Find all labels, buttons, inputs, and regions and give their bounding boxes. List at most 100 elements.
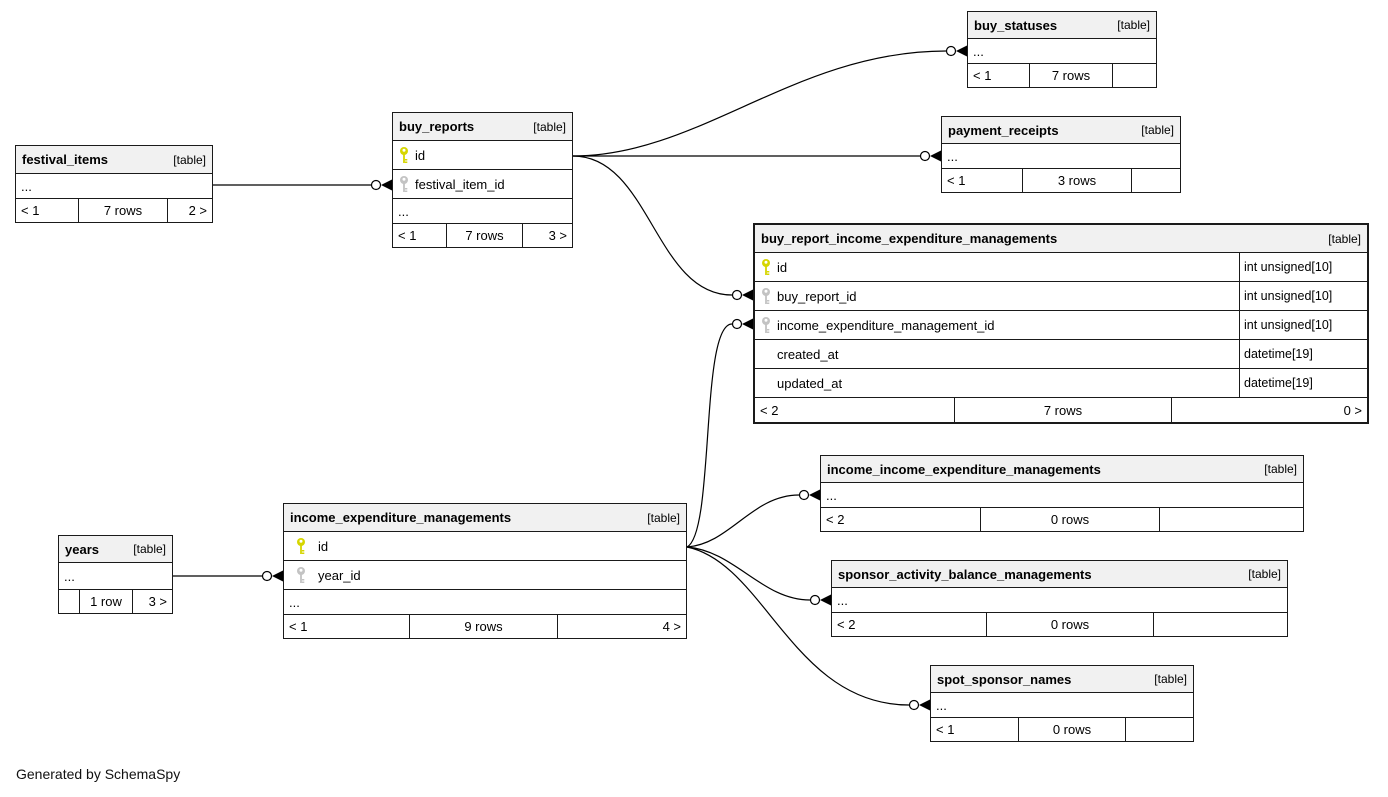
row-count: 0 rows: [1018, 718, 1126, 741]
column-name: income_expenditure_management_id: [777, 317, 995, 333]
table-name[interactable]: buy_reports: [399, 119, 475, 134]
column-name: buy_report_id: [777, 288, 857, 304]
column-type: datetime[19]: [1239, 340, 1367, 368]
table-name[interactable]: sponsor_activity_balance_managements: [838, 566, 1092, 582]
children-count: [1126, 718, 1193, 741]
table-footer: < 1 0 rows: [931, 718, 1193, 741]
children-count: [1113, 64, 1156, 87]
column-row-buy-report-id: buy_report_id int unsigned[10]: [755, 282, 1367, 311]
row-count: 7 rows: [954, 398, 1172, 422]
columns-ellipsis: ...: [16, 174, 212, 199]
primary-key-icon: [393, 146, 415, 164]
row-count: 9 rows: [409, 615, 558, 638]
table-tag: [table]: [1328, 231, 1361, 246]
parents-count: < 1: [936, 722, 955, 737]
table-header: festival_items [table]: [16, 146, 212, 174]
table-name[interactable]: festival_items: [22, 152, 108, 167]
column-row-id: id int unsigned[10]: [755, 253, 1367, 282]
edge-iem-to-brie-managements: [686, 323, 733, 548]
table-tag: [table]: [647, 510, 680, 525]
edge-iem-to-sponsor-activity: [686, 546, 811, 601]
table-tag: [table]: [1154, 672, 1187, 686]
foreign-key-icon: [393, 175, 415, 193]
columns-ellipsis: ...: [284, 590, 686, 615]
table-footer: < 2 7 rows 0 >: [755, 398, 1367, 422]
primary-key-icon: [284, 537, 318, 555]
table-name[interactable]: income_income_expenditure_managements: [827, 461, 1101, 477]
column-name: id: [415, 147, 426, 163]
table-footer: < 1 7 rows 3 >: [393, 224, 572, 247]
column-name: id: [318, 538, 329, 554]
table-tag: [table]: [1117, 18, 1150, 32]
table-tag: [table]: [1141, 123, 1174, 137]
table-income-expenditure-managements[interactable]: income_expenditure_managements [table] i…: [283, 503, 687, 639]
edge-iem-to-spot-sponsor: [686, 546, 910, 706]
table-header: buy_statuses [table]: [968, 12, 1156, 39]
table-tag: [table]: [1248, 567, 1281, 581]
table-footer: < 2 0 rows: [821, 508, 1303, 531]
columns-ellipsis: ...: [942, 144, 1180, 169]
table-sponsor-activity-balance-managements[interactable]: sponsor_activity_balance_managements [ta…: [831, 560, 1288, 637]
table-header: payment_receipts [table]: [942, 117, 1180, 144]
columns-ellipsis: ...: [968, 39, 1156, 64]
table-footer: < 1 7 rows: [968, 64, 1156, 87]
row-count: 1 row: [79, 590, 133, 613]
table-name[interactable]: payment_receipts: [948, 122, 1059, 138]
table-name[interactable]: buy_report_income_expenditure_management…: [761, 231, 1058, 246]
row-count: 7 rows: [446, 224, 523, 247]
table-festival-items[interactable]: festival_items [table] ... < 1 7 rows 2 …: [15, 145, 213, 223]
children-count: [1160, 508, 1303, 531]
column-name: id: [777, 259, 788, 275]
parents-count: < 1: [398, 228, 417, 243]
column-type: int unsigned[10]: [1239, 253, 1367, 281]
row-count: 7 rows: [1029, 64, 1113, 87]
column-name: festival_item_id: [415, 176, 505, 192]
table-tag: [table]: [133, 542, 166, 556]
table-name[interactable]: buy_statuses: [974, 17, 1058, 33]
edge-buy-reports-to-brie-managements: [572, 155, 733, 296]
column-row-id: id: [284, 532, 686, 561]
row-count: 3 rows: [1022, 169, 1132, 192]
table-tag: [table]: [533, 119, 566, 134]
edge-iem-to-income-income: [686, 494, 800, 548]
column-name: year_id: [318, 567, 361, 583]
schemaspy-credit: Generated by SchemaSpy: [16, 766, 181, 782]
table-years[interactable]: years [table] ... 1 row 3 >: [58, 535, 173, 614]
row-count: 0 rows: [980, 508, 1160, 531]
row-count: 7 rows: [78, 199, 168, 222]
table-footer: 1 row 3 >: [59, 590, 172, 613]
children-count: 3 >: [548, 228, 567, 243]
edge-end-markers: [261, 45, 967, 711]
table-header: spot_sponsor_names [table]: [931, 666, 1193, 693]
table-buy-reports[interactable]: buy_reports [table] id festival_item_id …: [392, 112, 573, 248]
table-header: years [table]: [59, 536, 172, 563]
children-count: 0 >: [1343, 402, 1362, 418]
table-footer: < 2 0 rows: [832, 613, 1287, 636]
column-row-id: id: [393, 141, 572, 170]
column-row-year-id: year_id: [284, 561, 686, 590]
table-buy-statuses[interactable]: buy_statuses [table] ... < 1 7 rows: [967, 11, 1157, 88]
parents-count: [59, 590, 79, 613]
columns-ellipsis: ...: [821, 483, 1303, 508]
parents-count: < 1: [973, 68, 992, 83]
row-count: 0 rows: [986, 613, 1154, 636]
table-header: sponsor_activity_balance_managements [ta…: [832, 561, 1287, 588]
table-tag: [table]: [1264, 462, 1297, 476]
parents-count: < 1: [21, 203, 40, 218]
columns-ellipsis: ...: [393, 199, 572, 224]
column-row-festival-item-id: festival_item_id: [393, 170, 572, 199]
table-header: buy_reports [table]: [393, 113, 572, 141]
table-name[interactable]: spot_sponsor_names: [937, 671, 1072, 687]
edge-buy-reports-to-buy-statuses: [572, 50, 947, 157]
table-footer: < 1 7 rows 2 >: [16, 199, 212, 222]
table-payment-receipts[interactable]: payment_receipts [table] ... < 1 3 rows: [941, 116, 1181, 193]
table-spot-sponsor-names[interactable]: spot_sponsor_names [table] ... < 1 0 row…: [930, 665, 1194, 742]
table-buy-report-income-expenditure-managements[interactable]: buy_report_income_expenditure_management…: [753, 223, 1369, 424]
table-income-income-expenditure-managements[interactable]: income_income_expenditure_managements [t…: [820, 455, 1304, 532]
children-count: 3 >: [148, 594, 167, 609]
column-row-created-at: created_at datetime[19]: [755, 340, 1367, 369]
parents-count: < 1: [947, 173, 966, 188]
table-name[interactable]: years: [65, 541, 99, 557]
table-name[interactable]: income_expenditure_managements: [290, 510, 512, 525]
